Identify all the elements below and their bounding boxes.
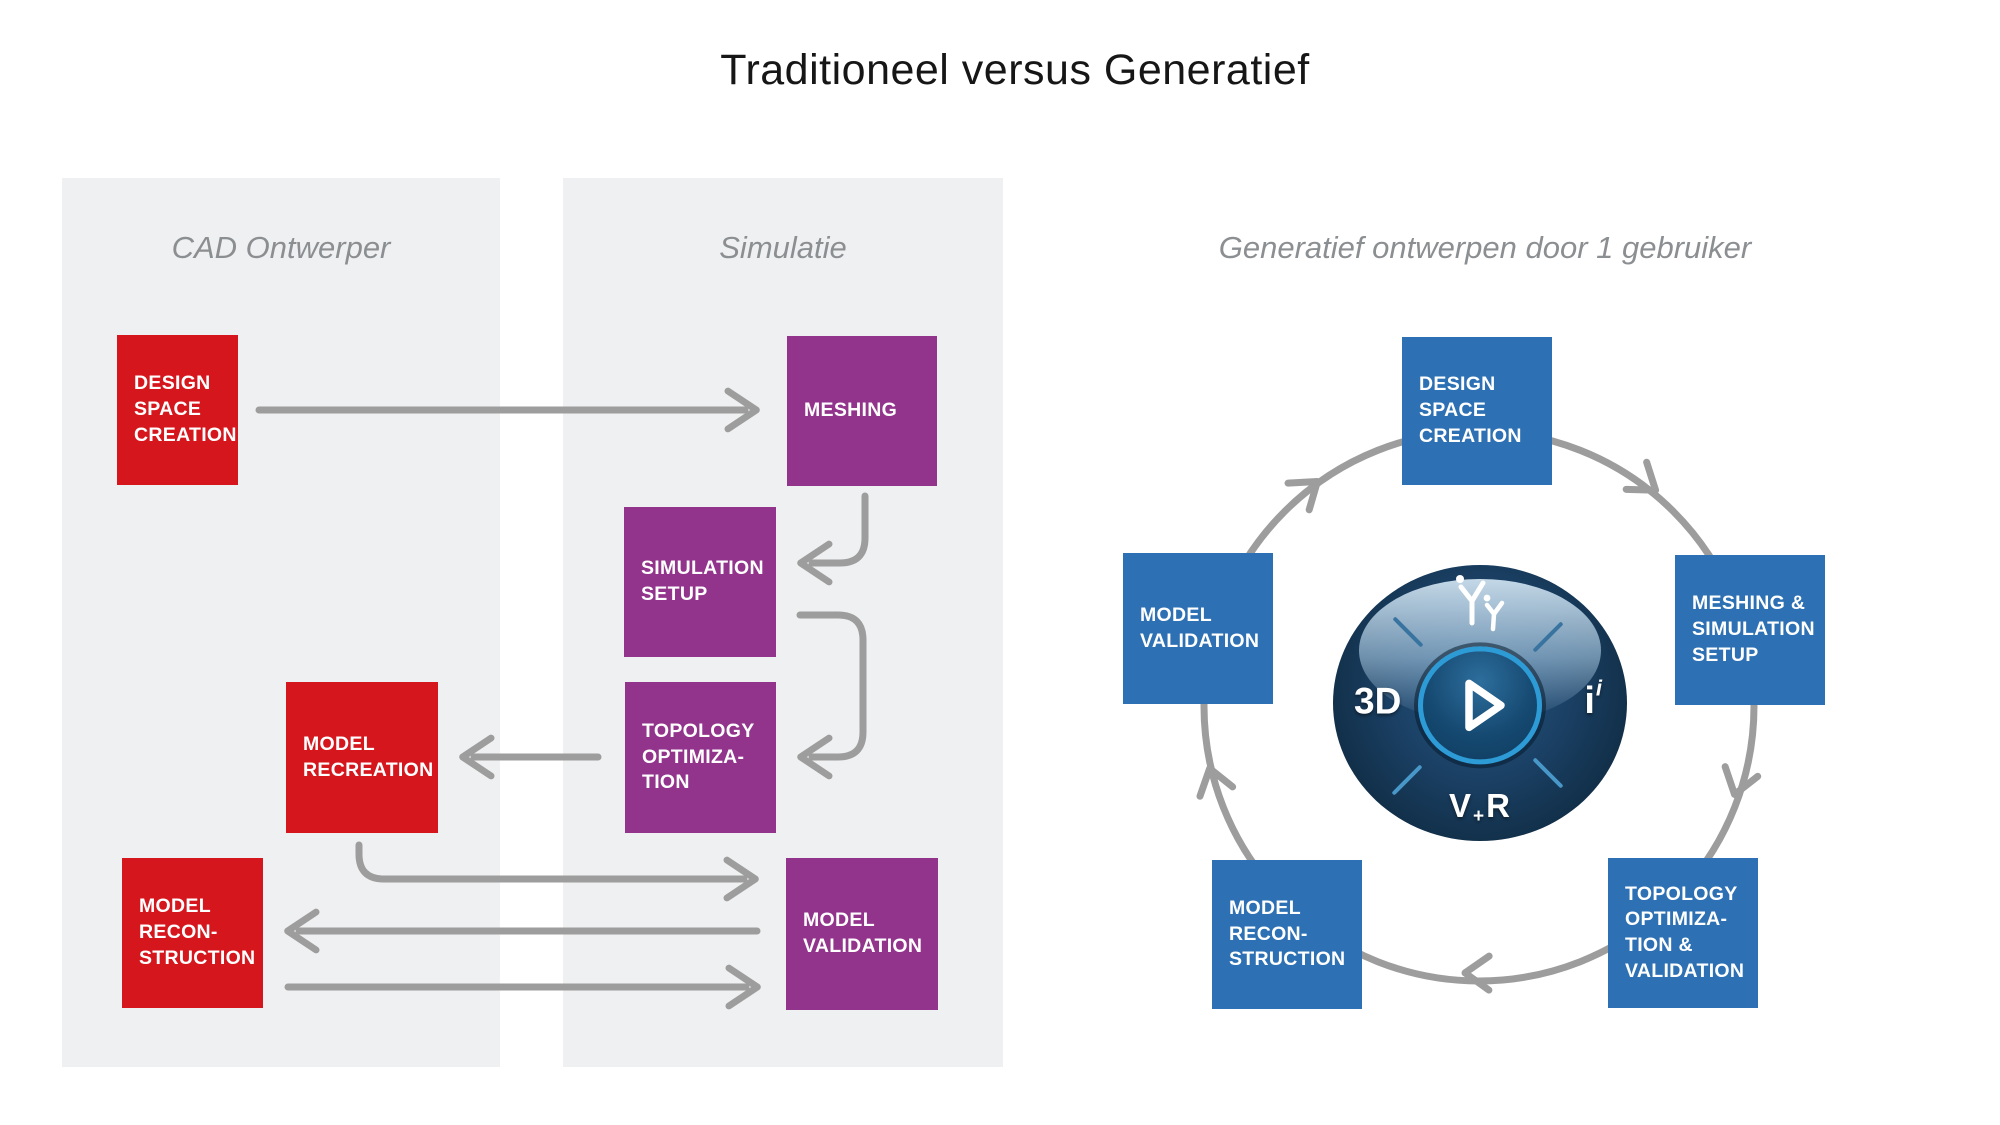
compass-logo: 3D ii V+R [1333, 565, 1627, 841]
node-label: DESIGN SPACE CREATION [1419, 373, 1522, 447]
node-label: DESIGN SPACE CREATION [134, 372, 237, 446]
cycle-arrowhead-to-design [1288, 468, 1328, 510]
play-icon [1465, 679, 1505, 732]
logo-i-base: i [1584, 680, 1595, 723]
node-label: MODEL RECON- STRUCTION [1229, 896, 1346, 971]
play-button-ring [1418, 646, 1542, 765]
cycle-arrowhead-to-validation [1193, 764, 1232, 796]
node-gen-topology-opt-validation: TOPOLOGY OPTIMIZA- TION & VALIDATION [1608, 858, 1758, 1008]
node-model-validation: MODEL VALIDATION [786, 858, 938, 1010]
cycle-arrowhead-to-meshing [1626, 462, 1666, 504]
node-gen-meshing-simulation-setup: MESHING & SIMULATION SETUP [1675, 555, 1825, 705]
node-gen-model-reconstruction: MODEL RECON- STRUCTION [1212, 860, 1362, 1009]
logo-ii-label: ii [1584, 675, 1602, 723]
panel-heading-cad-ontwerper: CAD Ontwerper [171, 230, 391, 265]
panel-heading-simulatie: Simulatie [719, 230, 847, 265]
node-label: SIMULATION SETUP [641, 557, 764, 605]
logo-3d-label: 3D [1354, 680, 1402, 722]
node-label: MODEL RECON- STRUCTION [139, 895, 256, 969]
node-meshing: MESHING [787, 336, 937, 486]
cycle-arrowhead-to-topology [1718, 767, 1757, 800]
node-label: MESHING & SIMULATION SETUP [1692, 592, 1815, 666]
heading-generative: Generatief ontwerpen door 1 gebruiker [1218, 230, 1752, 265]
cycle-arrowhead-to-reconstruction [1465, 956, 1489, 990]
logo-vr-label: V+R [1449, 787, 1511, 827]
logo-v: V [1449, 787, 1473, 824]
logo-plus: + [1473, 806, 1486, 827]
node-label: TOPOLOGY OPTIMIZA- TION [642, 719, 755, 794]
node-label: MODEL VALIDATION [803, 909, 923, 957]
node-label: MODEL RECREATION [303, 732, 434, 781]
node-label: MODEL VALIDATION [1140, 603, 1260, 652]
logo-i-sup: i [1595, 675, 1602, 701]
node-gen-design-space-creation: DESIGN SPACE CREATION [1402, 337, 1552, 485]
node-gen-model-validation: MODEL VALIDATION [1123, 553, 1273, 704]
node-design-space-creation: DESIGN SPACE CREATION [117, 335, 238, 485]
node-model-recreation: MODEL RECREATION [286, 682, 438, 833]
node-label: MESHING [804, 399, 898, 422]
node-label: TOPOLOGY OPTIMIZA- TION & VALIDATION [1625, 882, 1745, 982]
node-topology-optimization: TOPOLOGY OPTIMIZA- TION [625, 682, 776, 833]
node-model-reconstruction: MODEL RECON- STRUCTION [122, 858, 263, 1008]
logo-r: R [1486, 787, 1511, 824]
node-simulation-setup: SIMULATION SETUP [624, 507, 776, 657]
page-title: Traditioneel versus Generatief [720, 46, 1310, 94]
people-icon [1456, 575, 1505, 632]
